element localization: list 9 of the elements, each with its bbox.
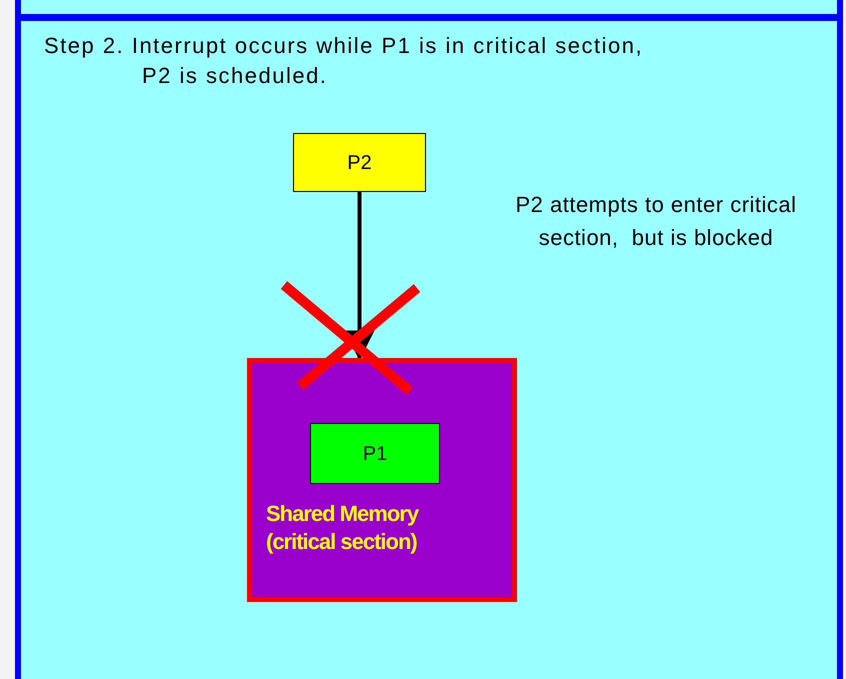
node-label: P1	[362, 442, 388, 466]
arrow	[344, 192, 374, 360]
process-box	[310, 423, 440, 484]
step-heading: Step 2. Interrupt occurs while P1 is in critical section, P2 is scheduled.	[44, 32, 644, 90]
shared-memory-box	[247, 358, 517, 602]
note-text: P2 attempts to enter critical section, but is blocked	[514, 191, 798, 252]
node-label: Shared Memory (critical section)	[266, 500, 420, 556]
process-box	[293, 133, 426, 192]
node-label: P2	[347, 150, 372, 176]
